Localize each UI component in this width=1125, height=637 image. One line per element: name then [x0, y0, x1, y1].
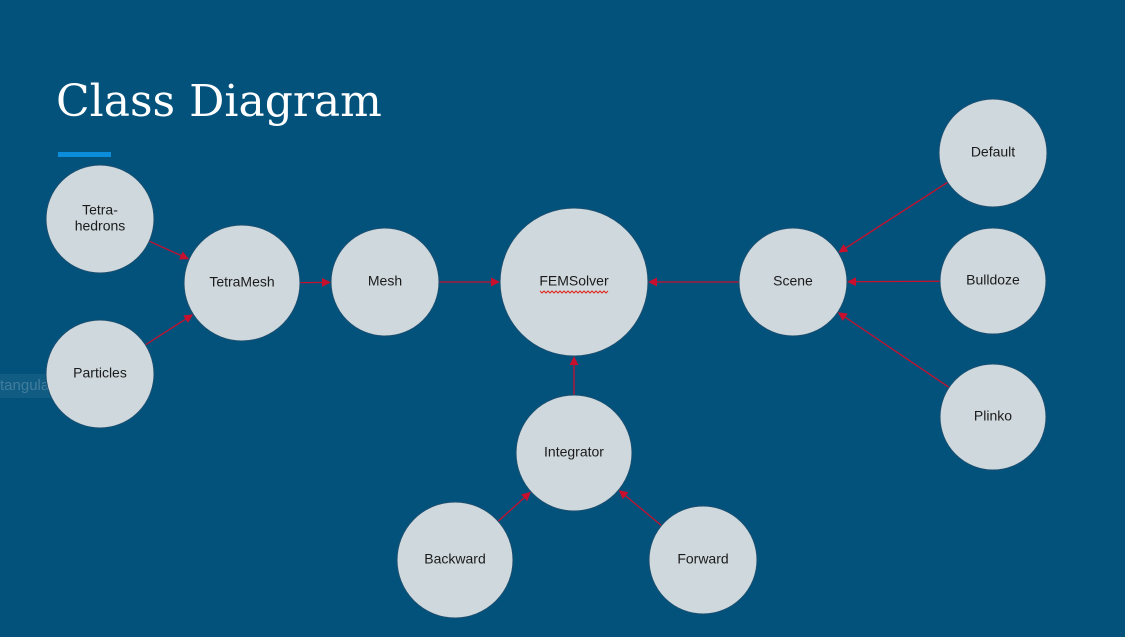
edge-default-to-scene — [838, 181, 948, 253]
node-plinko[interactable]: Plinko — [939, 363, 1047, 471]
title-accent-underline — [58, 152, 111, 157]
edge-line — [618, 490, 662, 527]
edge-line — [837, 312, 950, 388]
node-circle — [939, 227, 1047, 335]
edge-particles-to-tetramesh — [145, 314, 194, 346]
node-label: Mesh — [368, 273, 402, 289]
node-label: Plinko — [974, 408, 1012, 424]
node-label: Default — [971, 144, 1015, 160]
node-circle — [939, 363, 1047, 471]
node-bulldoze[interactable]: Bulldoze — [939, 227, 1047, 335]
node-circle — [648, 505, 758, 615]
edge-forward-to-integrator — [618, 490, 662, 527]
edge-line — [148, 240, 190, 260]
edges-layer — [145, 181, 950, 527]
node-label: hedrons — [75, 218, 126, 234]
slide-title[interactable]: Class Diagram — [56, 76, 382, 127]
node-label: TetraMesh — [209, 274, 274, 290]
node-tetrahedrons[interactable]: Tetra-hedrons — [45, 164, 155, 274]
node-forward[interactable]: Forward — [648, 505, 758, 615]
node-circle — [183, 224, 301, 342]
edge-line — [145, 314, 194, 346]
node-label: Integrator — [544, 444, 604, 460]
edge-line — [497, 491, 531, 522]
edge-line — [838, 181, 948, 253]
node-backward[interactable]: Backward — [396, 501, 514, 619]
node-circle — [330, 227, 440, 337]
node-label: Backward — [424, 551, 485, 567]
node-label: Tetra- — [82, 202, 118, 218]
node-circle — [738, 227, 848, 337]
node-circle — [45, 319, 155, 429]
node-femsolver[interactable]: FEMSolver — [499, 207, 649, 357]
node-particles[interactable]: Particles — [45, 319, 155, 429]
node-circle — [938, 98, 1048, 208]
node-circle — [515, 394, 633, 512]
node-label: Bulldoze — [966, 272, 1020, 288]
node-label: Forward — [677, 551, 728, 567]
node-label: Particles — [73, 365, 127, 381]
edge-backward-to-integrator — [497, 491, 531, 522]
node-integrator[interactable]: Integrator — [515, 394, 633, 512]
edge-tetrahedrons-to-tetramesh — [148, 240, 190, 260]
node-default[interactable]: Default — [938, 98, 1048, 208]
node-scene[interactable]: Scene — [738, 227, 848, 337]
node-circle — [45, 164, 155, 274]
node-circle — [499, 207, 649, 357]
node-tetramesh[interactable]: TetraMesh — [183, 224, 301, 342]
edge-plinko-to-scene — [837, 312, 950, 388]
node-circle — [396, 501, 514, 619]
spellcheck-underline — [539, 290, 609, 294]
node-label: FEMSolver — [539, 273, 609, 289]
node-mesh[interactable]: Mesh — [330, 227, 440, 337]
node-label: Scene — [773, 273, 813, 289]
